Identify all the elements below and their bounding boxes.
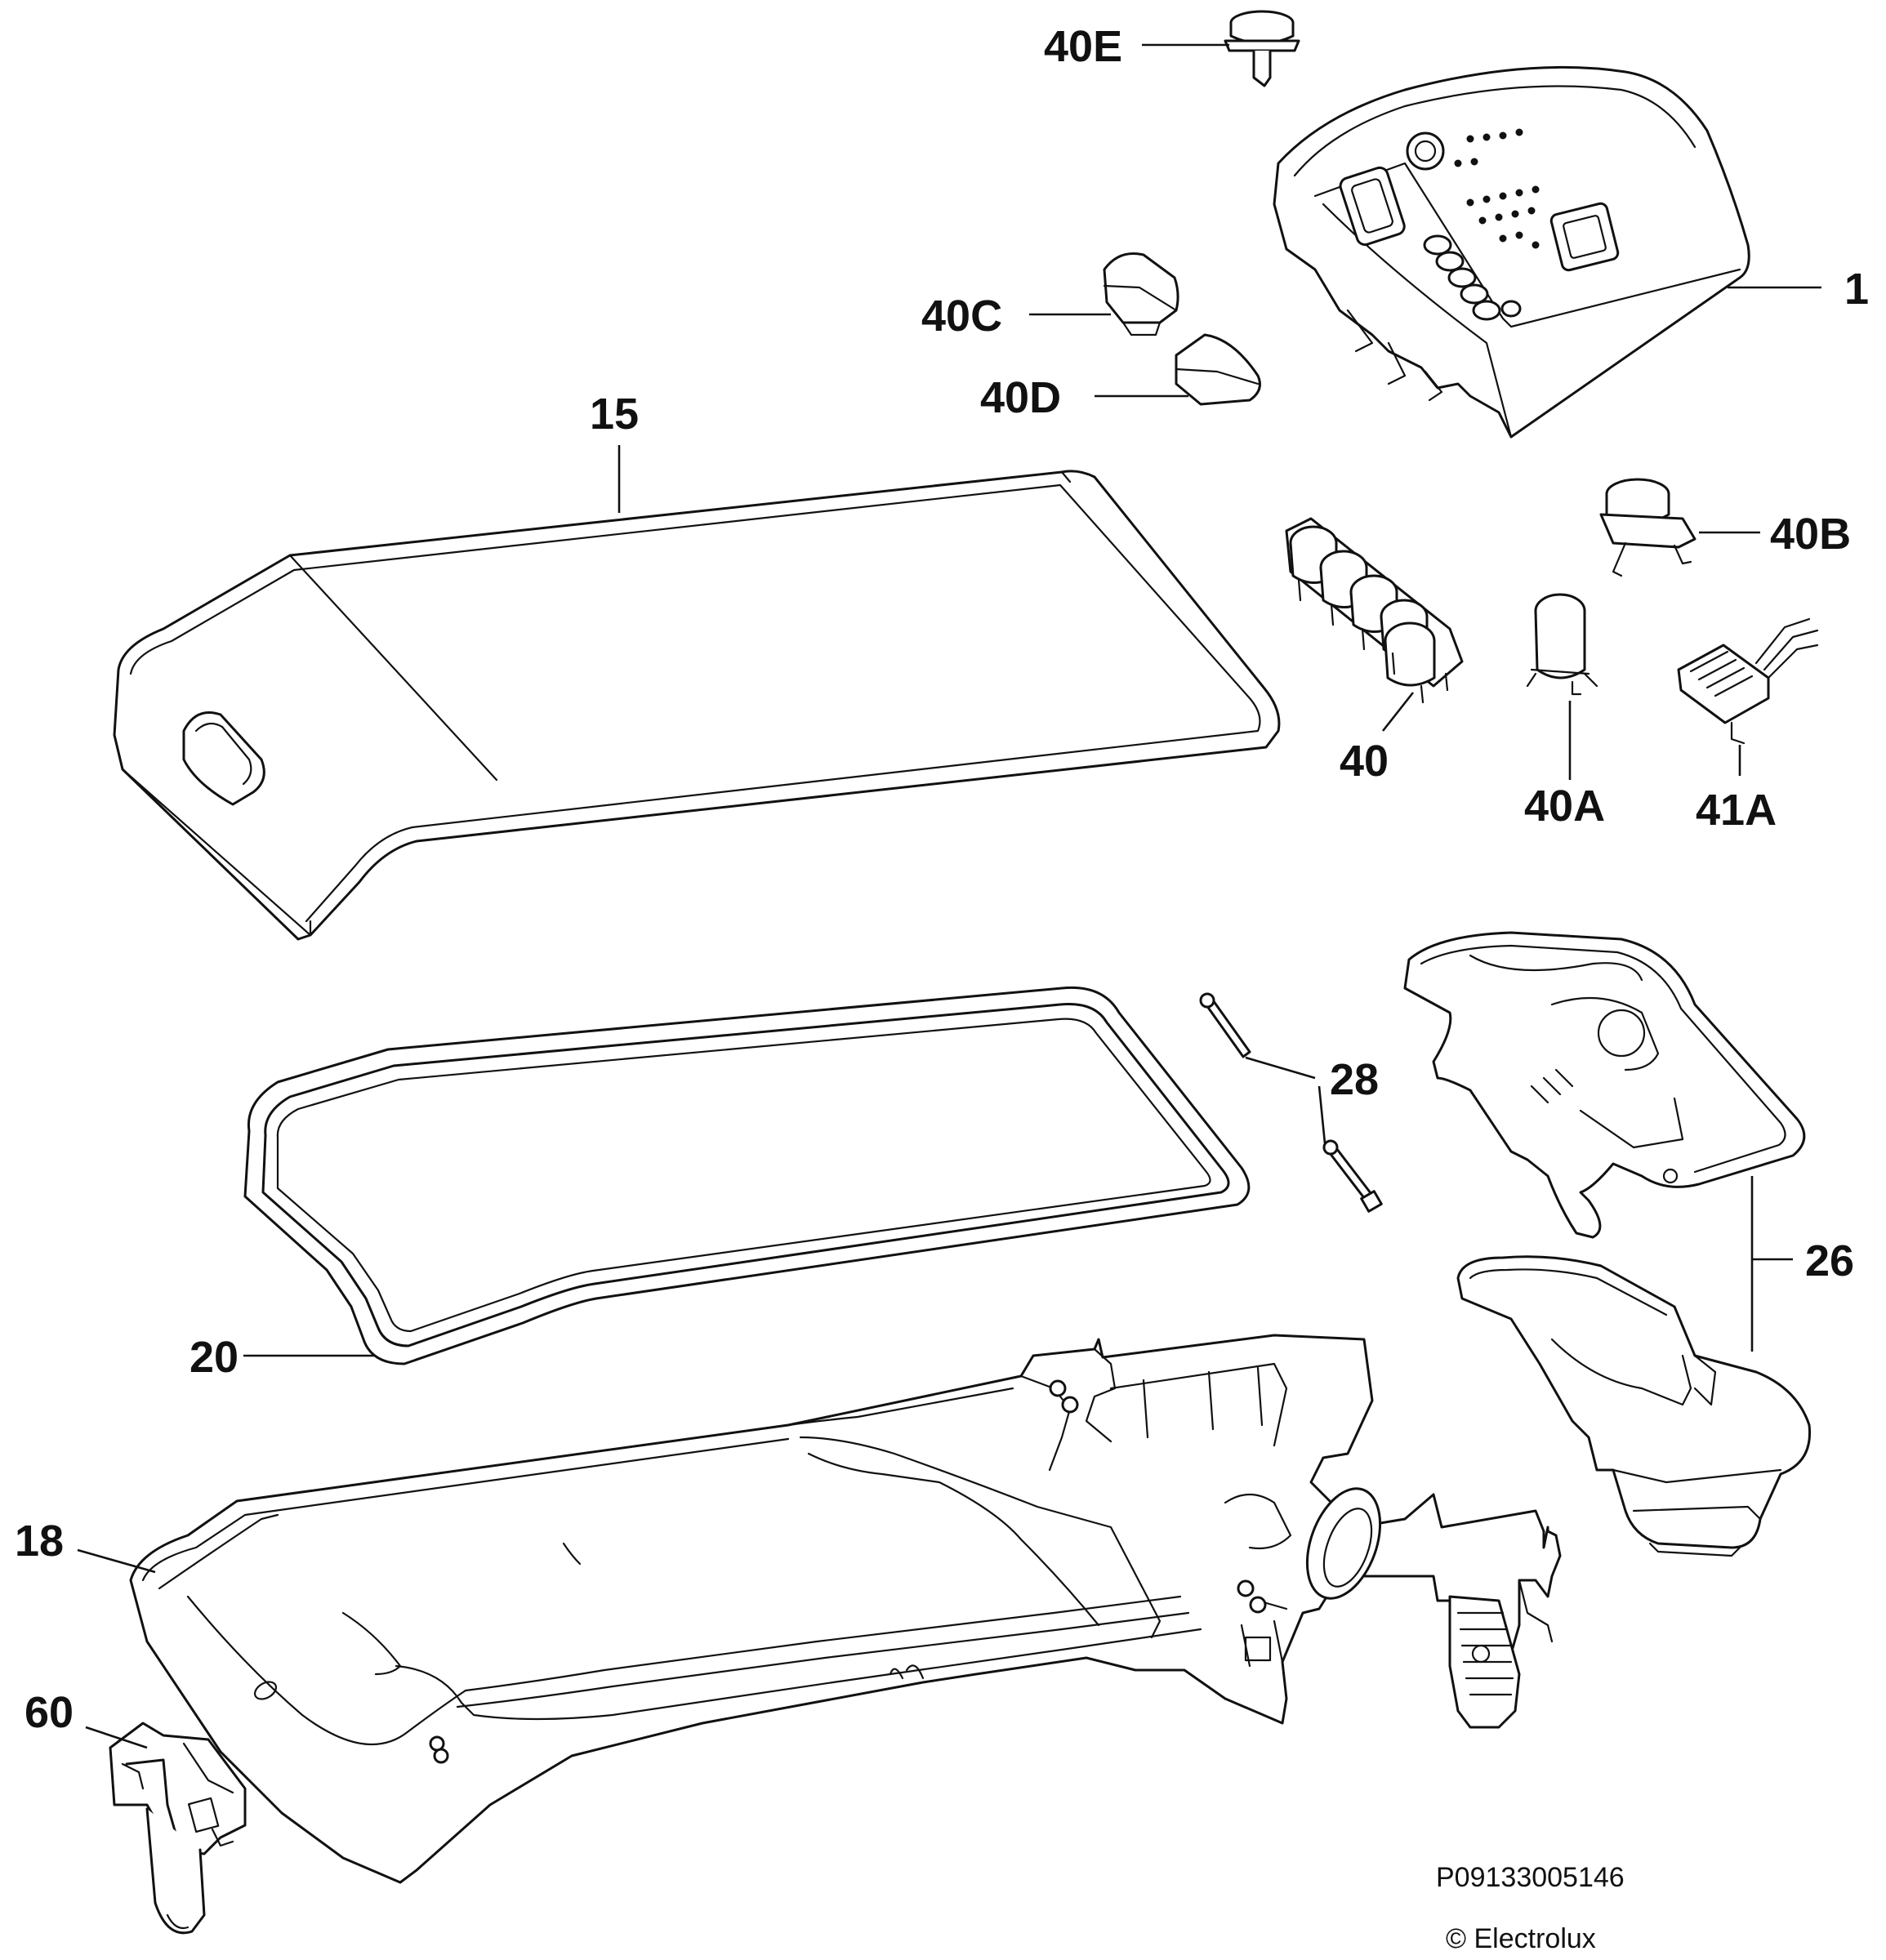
part-1-control-panel[interactable] — [1273, 65, 1750, 439]
callout-60: 60 — [25, 1688, 74, 1737]
part-40B[interactable] — [1599, 478, 1697, 577]
callout-28: 28 — [1330, 1055, 1379, 1104]
part-40E[interactable] — [1224, 10, 1300, 87]
leader-60 — [85, 1726, 148, 1749]
callout-41A: 41A — [1696, 786, 1777, 835]
callout-40B: 40B — [1770, 510, 1851, 559]
callout-40C: 40C — [921, 292, 1002, 341]
part-18-top-frame[interactable] — [129, 1334, 1562, 1884]
callout-40E: 40E — [1044, 22, 1122, 71]
part-15-lid[interactable] — [113, 470, 1281, 941]
part-20-gasket[interactable] — [243, 986, 1251, 1365]
part-40A[interactable] — [1526, 593, 1598, 696]
panel-button-grid — [1339, 128, 1620, 321]
leader-28 — [1245, 1056, 1326, 1144]
leader-40 — [1381, 692, 1415, 732]
callout-26: 26 — [1805, 1236, 1854, 1285]
lid-handle[interactable] — [182, 711, 265, 806]
part-60-door-lock[interactable] — [109, 1722, 247, 1935]
leader-26 — [1750, 1176, 1793, 1352]
part-26-handle-upper[interactable] — [1403, 931, 1806, 1239]
part-40-button-block[interactable] — [1285, 517, 1464, 704]
callout-40D: 40D — [980, 373, 1061, 422]
part-40D[interactable] — [1175, 333, 1261, 406]
callout-40A: 40A — [1524, 782, 1605, 831]
copyright-notice: © Electrolux — [1446, 1923, 1596, 1954]
part-26-handle-lower[interactable] — [1456, 1255, 1812, 1557]
callout-15: 15 — [590, 390, 639, 439]
drawing-number: P09133005146 — [1436, 1862, 1625, 1893]
callout-1: 1 — [1844, 265, 1869, 314]
part-40C[interactable] — [1103, 252, 1179, 336]
part-28-pins[interactable] — [1199, 992, 1383, 1213]
callout-20: 20 — [189, 1333, 239, 1382]
callout-18: 18 — [15, 1517, 64, 1566]
part-41A-connector[interactable] — [1677, 617, 1819, 745]
callout-40: 40 — [1340, 737, 1389, 786]
leader-18 — [77, 1548, 156, 1574]
